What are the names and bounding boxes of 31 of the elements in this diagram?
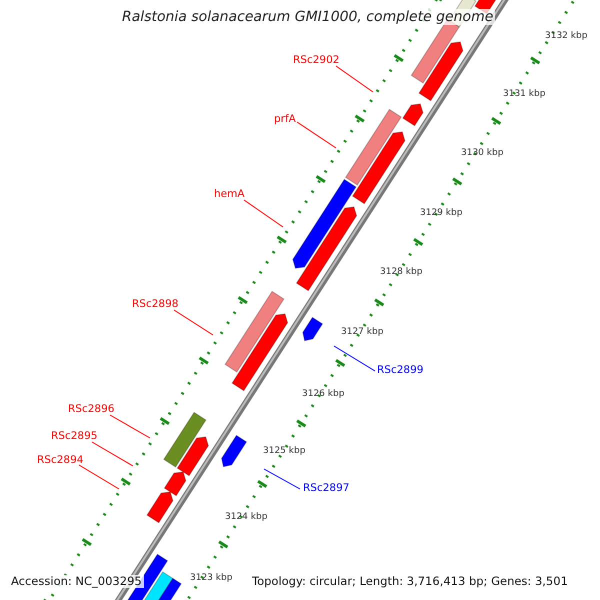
leader-line <box>336 66 374 92</box>
scale-label: 3132 kbp <box>545 31 588 42</box>
scale-label: 3129 kbp <box>420 208 462 218</box>
scale-label: 3127 kbp <box>341 327 384 338</box>
leader-line <box>78 464 120 490</box>
leader-line <box>296 122 336 148</box>
gene-label: RSc2895 <box>51 430 98 442</box>
leader-line <box>264 468 300 490</box>
gene-label: RSc2894 <box>37 454 84 466</box>
leader-line <box>244 200 284 228</box>
scale-label: 3123 kbp <box>190 573 232 584</box>
scale-label: 3130 kbp <box>461 148 504 158</box>
leader-line <box>92 442 134 466</box>
leader-line <box>174 310 214 336</box>
scale-label: 3128 kbp <box>380 267 422 278</box>
gene-label: RSc2902 <box>293 54 340 66</box>
scale-label: 3131 kbp <box>503 89 546 100</box>
accession-label: Accession: NC_003295 <box>9 575 144 588</box>
scale-label: 3124 kbp <box>225 512 268 522</box>
gene-label: RSc2899 <box>377 364 424 376</box>
gene-label: RSc2897 <box>303 482 350 494</box>
leader-line <box>334 346 376 372</box>
gene-label: prfA <box>274 113 296 126</box>
scale-label: 3126 kbp <box>302 389 344 400</box>
leader-line <box>110 414 150 438</box>
gene-label: RSc2896 <box>68 403 114 416</box>
diagram-title: Ralstonia solanacearum GMI1000, complete genome <box>120 9 496 26</box>
genome-info-label: Topology: circular; Length: 3,716,413 bp; Genes: 3,501 <box>250 575 570 588</box>
gene-label: hemA <box>214 188 245 200</box>
scale-label: 3125 kbp <box>263 446 306 456</box>
gene-label: RSc2898 <box>132 298 178 310</box>
